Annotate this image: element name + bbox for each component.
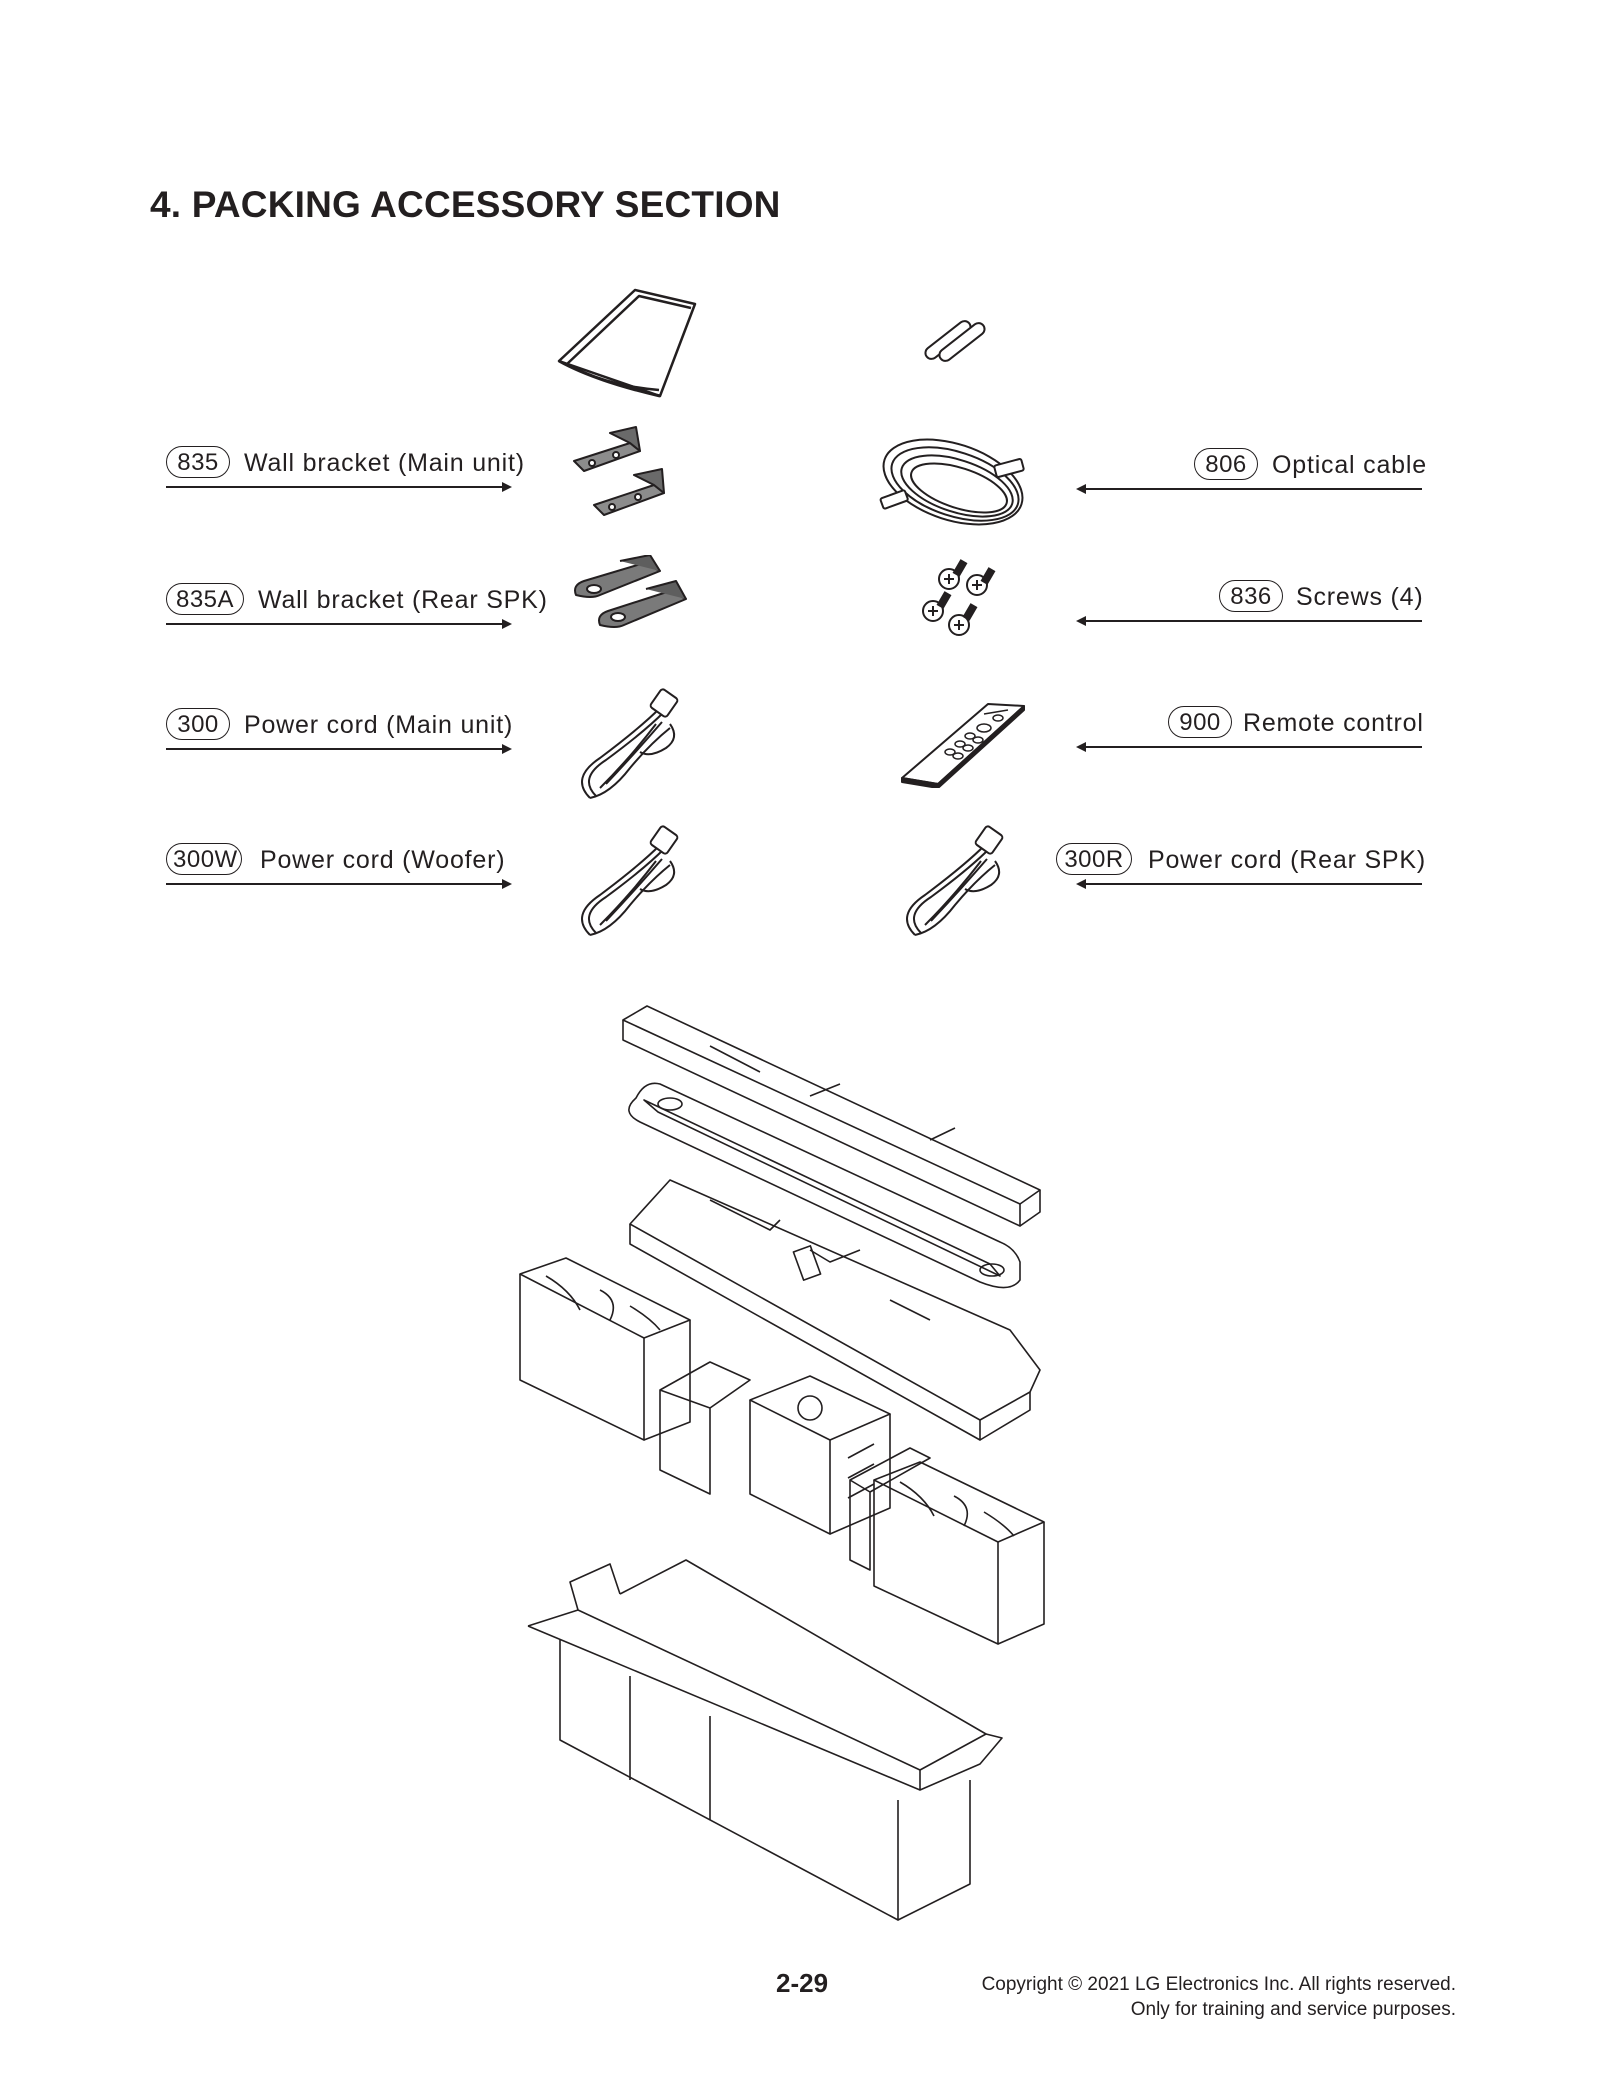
- leader-line: [166, 486, 506, 488]
- arrowhead-icon: [1076, 879, 1086, 889]
- leader-line: [1082, 883, 1422, 885]
- soundbar-unit: [628, 1082, 1021, 1289]
- power-cord-woofer-icon: [570, 825, 690, 940]
- callout-836: 836 Screws (4): [1076, 580, 1424, 628]
- optical-cable-icon: [875, 432, 1040, 537]
- page-title: 4. PACKING ACCESSORY SECTION: [150, 184, 781, 225]
- part-number-900: 900: [1168, 706, 1232, 738]
- part-number-806: 806: [1194, 448, 1258, 480]
- callout-300: 300 Power cord (Main unit): [166, 708, 512, 756]
- arrowhead-icon: [502, 482, 512, 492]
- power-cord-main-icon: [570, 688, 690, 803]
- manual-booklet-icon: [555, 286, 700, 401]
- part-label-300: Power cord (Main unit): [244, 711, 514, 739]
- copyright-notice: Copyright © 2021 LG Electronics Inc. All…: [982, 1972, 1456, 2022]
- part-number-835: 835: [166, 446, 230, 478]
- leader-line: [1082, 746, 1422, 748]
- part-label-300w: Power cord (Woofer): [260, 846, 506, 874]
- copyright-line-1: Copyright © 2021 LG Electronics Inc. All…: [981, 1974, 1456, 1995]
- leader-line: [166, 623, 506, 625]
- part-number-836: 836: [1219, 580, 1283, 612]
- part-number-300w: 300W: [166, 843, 242, 875]
- arrowhead-icon: [502, 744, 512, 754]
- part-label-900: Remote control: [1243, 709, 1424, 737]
- arrowhead-icon: [502, 879, 512, 889]
- packing-box-exploded-view: [510, 1000, 1070, 1960]
- callout-835a: 835A Wall bracket (Rear SPK): [166, 583, 547, 631]
- remote-control-icon: [898, 700, 1028, 788]
- part-label-835: Wall bracket (Main unit): [244, 449, 525, 477]
- woofer-with-foams: [659, 1361, 931, 1571]
- leader-line: [1082, 488, 1422, 490]
- copyright-line-2: Only for training and service purposes.: [1130, 1999, 1456, 2020]
- arrowhead-icon: [1076, 616, 1086, 626]
- batteries-icon: [915, 316, 995, 366]
- part-number-300: 300: [166, 708, 230, 740]
- middle-foam-tray: [629, 1179, 1041, 1441]
- callout-835: 835 Wall bracket (Main unit): [166, 446, 524, 494]
- part-label-836: Screws (4): [1296, 583, 1424, 611]
- callout-300r: 300R Power cord (Rear SPK): [1056, 843, 1425, 891]
- left-foam-block: [519, 1257, 691, 1441]
- leader-line: [166, 748, 506, 750]
- part-label-835a: Wall bracket (Rear SPK): [258, 586, 548, 614]
- leader-line: [1082, 620, 1422, 622]
- callout-806: 806 Optical cable: [1076, 448, 1426, 496]
- callout-300w: 300W Power cord (Woofer): [166, 843, 512, 891]
- top-foam-cushion: [622, 1005, 1041, 1227]
- power-cord-rear-icon: [895, 825, 1015, 940]
- screws-icon: [915, 555, 1005, 640]
- arrowhead-icon: [1076, 742, 1086, 752]
- wall-bracket-rear-icon: [570, 555, 695, 643]
- page-number: 2-29: [776, 1968, 829, 1998]
- arrowhead-icon: [1076, 484, 1086, 494]
- outer-carton: [527, 1559, 1003, 1921]
- arrowhead-icon: [502, 619, 512, 629]
- leader-line: [166, 883, 506, 885]
- callout-900: 900 Remote control: [1076, 706, 1424, 754]
- part-label-300r: Power cord (Rear SPK): [1148, 846, 1426, 874]
- right-foam-block: [873, 1461, 1045, 1645]
- part-number-835a: 835A: [166, 583, 244, 615]
- part-label-806: Optical cable: [1272, 451, 1427, 479]
- part-number-300r: 300R: [1056, 843, 1132, 875]
- wall-bracket-main-icon: [570, 425, 690, 525]
